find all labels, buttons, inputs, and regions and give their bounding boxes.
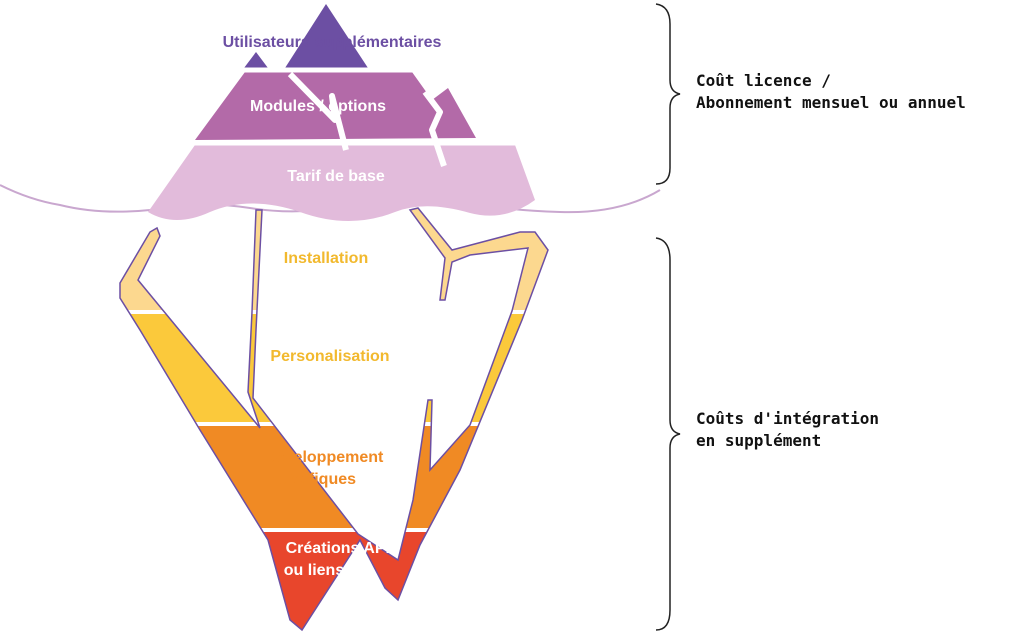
label-creations-line-2: ou liens bbox=[284, 562, 345, 579]
brace-top-line-2: Abonnement mensuel ou annuel bbox=[696, 93, 966, 112]
brace-top-label: Coût licence / Abonnement mensuel ou ann… bbox=[696, 71, 966, 112]
label-developpement-line-1: Développement bbox=[264, 449, 384, 466]
tip-layer-base bbox=[148, 145, 535, 221]
tip-crack bbox=[287, 71, 349, 151]
tip-crack bbox=[422, 90, 447, 167]
brace-bottom-label: Coûts d'intégration en supplément bbox=[696, 409, 889, 450]
label-utilisateurs: Utilisateurs supplémentaires bbox=[223, 34, 442, 51]
label-developpement-line-2: spécifiques bbox=[268, 471, 356, 488]
brace-top-line-1: Coût licence / bbox=[696, 71, 831, 90]
label-creations-api: Créations API ou liens bbox=[284, 540, 395, 579]
underwater-outline bbox=[119, 207, 549, 632]
label-modules: Modules / options bbox=[250, 98, 386, 115]
brace-bottom-line-1: Coûts d'intégration bbox=[696, 409, 879, 428]
label-installation: Installation bbox=[284, 250, 368, 267]
brace-bottom bbox=[655, 237, 681, 631]
tip-layer-users bbox=[285, 4, 368, 68]
tip-layer-users-small bbox=[244, 52, 268, 68]
label-tarif-de-base: Tarif de base bbox=[287, 168, 385, 185]
label-creations-line-1: Créations API bbox=[286, 540, 390, 557]
brace-top bbox=[655, 3, 681, 185]
brace-bottom-line-2: en supplément bbox=[696, 431, 821, 450]
label-personalisation: Personalisation bbox=[270, 348, 389, 365]
label-developpement: Développement spécifiques bbox=[264, 449, 388, 488]
iceberg-tip bbox=[148, 4, 535, 221]
